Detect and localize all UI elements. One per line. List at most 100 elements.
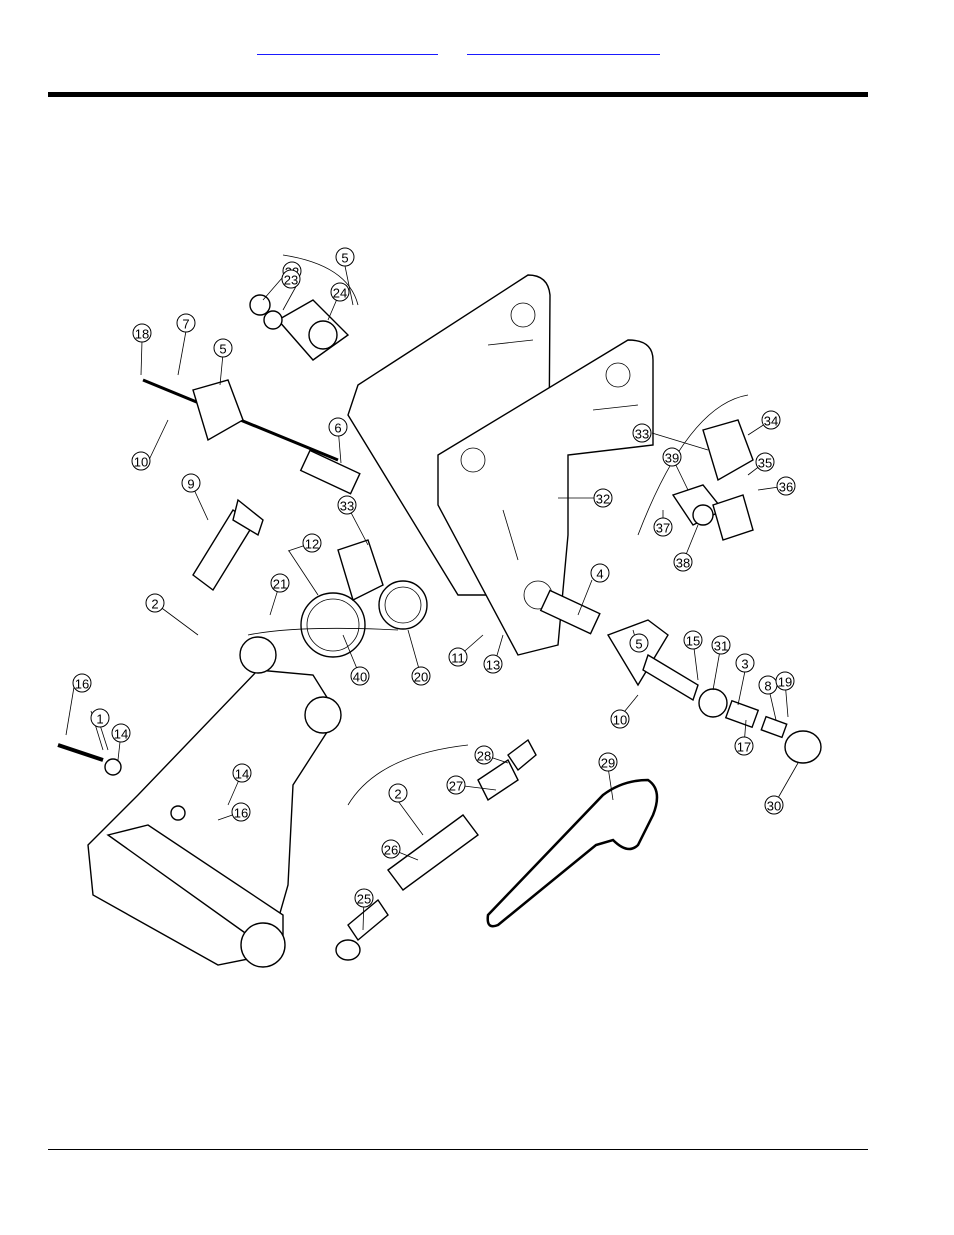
spring (642, 653, 699, 702)
callout-label: 37 (656, 521, 670, 536)
exploded-parts-diagram: 1223455567891010111213141415161617181920… (57, 247, 822, 968)
turnbuckle-lower (387, 814, 479, 891)
callout-label: 30 (767, 799, 781, 814)
callout-17: 17 (734, 736, 754, 756)
callout-12: 12 (302, 533, 322, 553)
callout-label: 5 (341, 251, 348, 266)
callout-label: 38 (676, 556, 690, 571)
callout-label: 26 (384, 843, 398, 858)
callout-16: 16 (72, 673, 92, 693)
callout-label: 24 (333, 286, 347, 301)
header-rule (48, 92, 868, 97)
callout-label: 7 (182, 317, 189, 332)
callout-5: 5 (335, 247, 355, 267)
callout-label: 25 (357, 892, 371, 907)
callout-34: 34 (761, 410, 781, 430)
callout-14: 14 (111, 723, 131, 743)
callout-25: 25 (354, 888, 374, 908)
callout-label: 4 (596, 567, 603, 582)
callout-label: 3 (741, 657, 748, 672)
drive-chain (486, 778, 659, 928)
callout-30: 30 (764, 795, 784, 815)
callout-label: 31 (714, 639, 728, 654)
callout-label: 19 (778, 675, 792, 690)
callout-label: 2 (151, 597, 158, 612)
callout-label: 10 (613, 713, 627, 728)
front-side-plate (437, 339, 654, 656)
shaft-spacer-lower (539, 589, 601, 635)
callout-23: 23 (281, 269, 301, 289)
callout-10: 10 (610, 709, 630, 729)
callout-label: 28 (477, 749, 491, 764)
callout-32: 32 (593, 488, 613, 508)
callout-6: 6 (328, 417, 348, 437)
shaft-spacer-upper (299, 449, 361, 495)
callout-label: 14 (114, 727, 128, 742)
callout-21: 21 (270, 573, 290, 593)
callout-group: 1223455567891010111213141415161617181920… (72, 247, 796, 908)
header-link-1[interactable] (257, 38, 438, 55)
callout-label: 18 (135, 327, 149, 342)
callout-14: 14 (232, 763, 252, 783)
callout-15: 15 (683, 630, 703, 650)
callout-label: 40 (353, 670, 367, 685)
callout-5: 5 (629, 633, 649, 653)
callout-3: 3 (735, 653, 755, 673)
callout-label: 10 (134, 455, 148, 470)
callout-27: 27 (446, 775, 466, 795)
callout-label: 1 (96, 712, 103, 727)
callout-5: 5 (213, 338, 233, 358)
callout-4: 4 (590, 563, 610, 583)
callout-28: 28 (474, 745, 494, 765)
callout-24: 24 (330, 282, 350, 302)
callout-label: 29 (601, 756, 615, 771)
sprocket-large (300, 592, 366, 658)
callout-2: 2 (145, 593, 165, 613)
callout-label: 32 (596, 492, 610, 507)
callout-8: 8 (758, 675, 778, 695)
callout-label: 35 (758, 456, 772, 471)
callout-label: 12 (305, 537, 319, 552)
callout-label: 15 (686, 634, 700, 649)
callout-29: 29 (598, 752, 618, 772)
callout-label: 16 (234, 806, 248, 821)
callout-label: 21 (273, 577, 287, 592)
callout-37: 37 (653, 517, 673, 537)
callout-26: 26 (381, 839, 401, 859)
main-arm (87, 669, 339, 966)
callout-39: 39 (662, 447, 682, 467)
sprocket-small (378, 580, 428, 630)
flange-bearing-lower (606, 619, 669, 687)
callout-label: 2 (394, 787, 401, 802)
callout-label: 8 (764, 679, 771, 694)
callout-2: 2 (388, 783, 408, 803)
callout-label: 5 (635, 637, 642, 652)
callout-label: 33 (340, 499, 354, 514)
callout-label: 39 (665, 451, 679, 466)
callout-label: 5 (219, 342, 226, 357)
callout-20: 20 (411, 666, 431, 686)
flange-bearing-right (702, 419, 754, 482)
callout-label: 33 (635, 427, 649, 442)
callout-19: 19 (775, 671, 795, 691)
header-link-2[interactable] (467, 38, 660, 55)
callout-10: 10 (131, 451, 151, 471)
callout-16: 16 (231, 802, 251, 822)
callout-38: 38 (673, 552, 693, 572)
callout-label: 11 (451, 651, 465, 666)
callout-label: 27 (449, 779, 463, 794)
callout-35: 35 (755, 452, 775, 472)
callout-9: 9 (181, 473, 201, 493)
flange-bearing-middle (337, 539, 384, 601)
callout-label: 23 (284, 273, 298, 288)
callout-13: 13 (483, 654, 503, 674)
callout-label: 34 (764, 414, 778, 429)
callout-label: 13 (486, 658, 500, 673)
callout-label: 20 (414, 670, 428, 685)
footer-rule (48, 1149, 868, 1150)
callout-31: 31 (711, 635, 731, 655)
callout-7: 7 (176, 313, 196, 333)
callout-40: 40 (350, 666, 370, 686)
callout-1: 1 (90, 708, 110, 728)
callout-18: 18 (132, 323, 152, 343)
